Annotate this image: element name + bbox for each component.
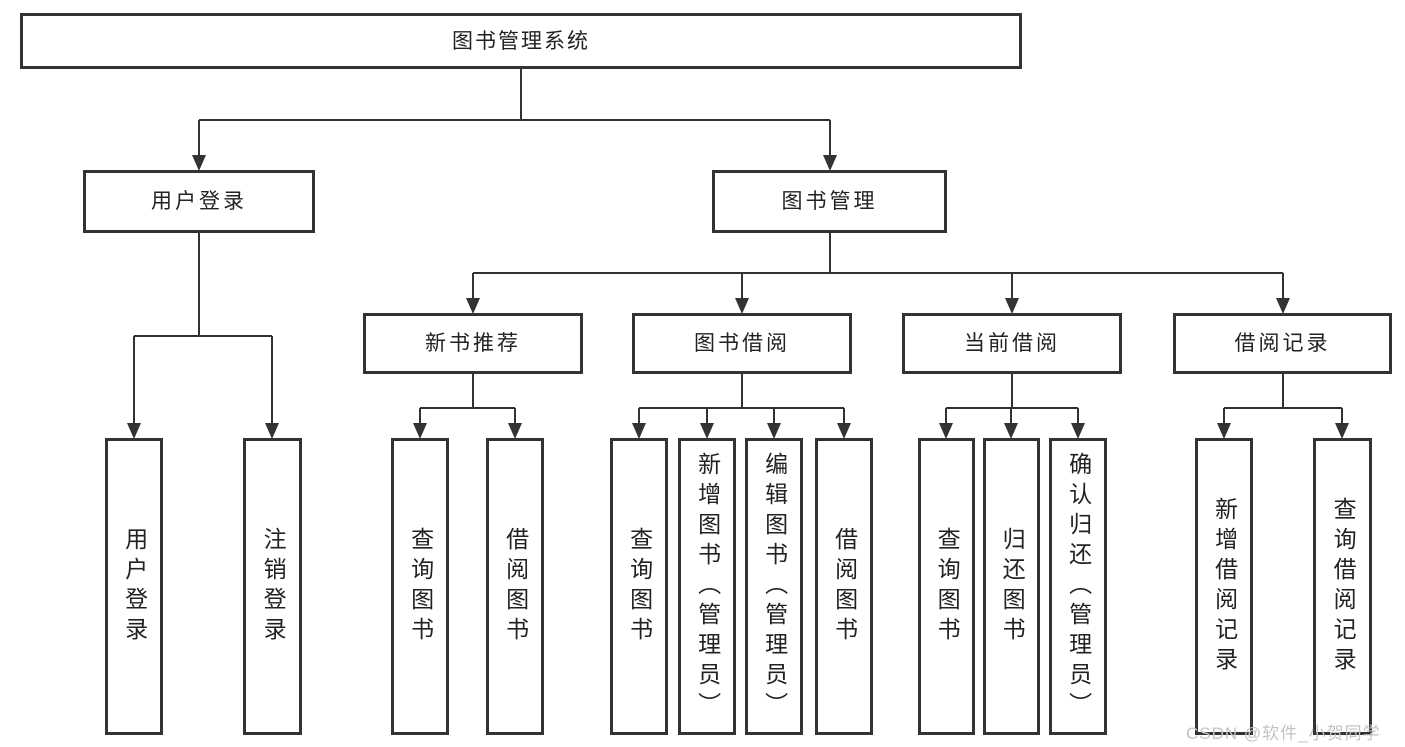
leaf-logout: 注销登录 xyxy=(243,438,302,735)
arrowhead xyxy=(1217,423,1231,439)
leaf-borrow-books-1: 借阅图书 xyxy=(486,438,544,735)
arrowhead xyxy=(1276,298,1290,314)
node-current-borrow: 当前借阅 xyxy=(902,313,1122,374)
arrowhead xyxy=(767,423,781,439)
connector-current-borrow xyxy=(945,374,1079,424)
connector-book-borrow xyxy=(638,374,845,424)
csdn-watermark: CSDN @软件_小贺同学 xyxy=(1186,724,1381,743)
node-new-book-recommend-label: 新书推荐 xyxy=(425,332,521,355)
leaf-query-borrow-record-label: 查询借阅记录 xyxy=(1330,496,1357,677)
leaf-return-books-label: 归还图书 xyxy=(999,526,1026,647)
node-new-book-recommend: 新书推荐 xyxy=(363,313,583,374)
leaf-query-books-1: 查询图书 xyxy=(391,438,449,735)
leaf-query-borrow-record: 查询借阅记录 xyxy=(1313,438,1372,735)
leaf-query-books-1-label: 查询图书 xyxy=(407,526,434,647)
node-book-management-label: 图书管理 xyxy=(781,190,878,213)
leaf-user-login: 用户登录 xyxy=(105,438,163,735)
leaf-return-books: 归还图书 xyxy=(983,438,1040,735)
leaf-add-borrow-record-label: 新增借阅记录 xyxy=(1211,496,1238,677)
leaf-borrow-books-1-label: 借阅图书 xyxy=(502,526,529,647)
arrowhead xyxy=(192,155,206,171)
node-current-borrow-label: 当前借阅 xyxy=(964,332,1060,355)
arrowhead xyxy=(1071,423,1085,439)
leaf-user-login-label: 用户登录 xyxy=(121,526,148,647)
leaf-edit-books-admin-label: 编辑图书（管理员） xyxy=(761,451,788,722)
leaf-borrow-books-2-label: 借阅图书 xyxy=(831,526,858,647)
leaf-query-books-3: 查询图书 xyxy=(918,438,975,735)
node-root-label: 图书管理系统 xyxy=(452,29,590,53)
arrowhead xyxy=(939,423,953,439)
leaf-add-borrow-record: 新增借阅记录 xyxy=(1195,438,1253,735)
node-root: 图书管理系统 xyxy=(20,13,1022,69)
arrowhead xyxy=(837,423,851,439)
leaf-add-books-admin: 新增图书（管理员） xyxy=(678,438,736,735)
leaf-query-books-2-label: 查询图书 xyxy=(626,526,653,647)
arrowhead xyxy=(1005,298,1019,314)
node-borrow-record-label: 借阅记录 xyxy=(1234,332,1331,355)
node-book-borrow: 图书借阅 xyxy=(632,313,852,374)
leaf-edit-books-admin: 编辑图书（管理员） xyxy=(745,438,803,735)
leaf-confirm-return-admin-label: 确认归还（管理员） xyxy=(1065,451,1092,722)
node-book-management: 图书管理 xyxy=(712,170,947,233)
connector-new-book-recommend xyxy=(419,374,516,424)
arrowhead xyxy=(1335,423,1349,439)
leaf-confirm-return-admin: 确认归还（管理员） xyxy=(1049,438,1107,735)
leaf-query-books-2: 查询图书 xyxy=(610,438,668,735)
arrowhead xyxy=(632,423,646,439)
node-borrow-record: 借阅记录 xyxy=(1173,313,1392,374)
arrowhead xyxy=(466,298,480,314)
node-book-borrow-label: 图书借阅 xyxy=(694,332,790,355)
node-user-login: 用户登录 xyxy=(83,170,315,233)
leaf-add-books-admin-label: 新增图书（管理员） xyxy=(694,451,721,722)
node-user-login-label: 用户登录 xyxy=(151,190,247,213)
leaf-borrow-books-2: 借阅图书 xyxy=(815,438,873,735)
arrowhead xyxy=(413,423,427,439)
leaf-logout-label: 注销登录 xyxy=(260,526,287,647)
connector-root xyxy=(198,69,831,156)
connector-borrow-record xyxy=(1223,374,1343,424)
connector-user-login xyxy=(133,233,273,424)
arrowhead xyxy=(700,423,714,439)
arrowhead xyxy=(508,423,522,439)
arrowhead xyxy=(735,298,749,314)
arrowhead xyxy=(265,423,279,439)
connector-book-management xyxy=(472,233,1284,299)
arrowhead xyxy=(1004,423,1018,439)
leaf-query-books-3-label: 查询图书 xyxy=(934,526,961,647)
arrowhead xyxy=(127,423,141,439)
arrowhead xyxy=(823,155,837,171)
